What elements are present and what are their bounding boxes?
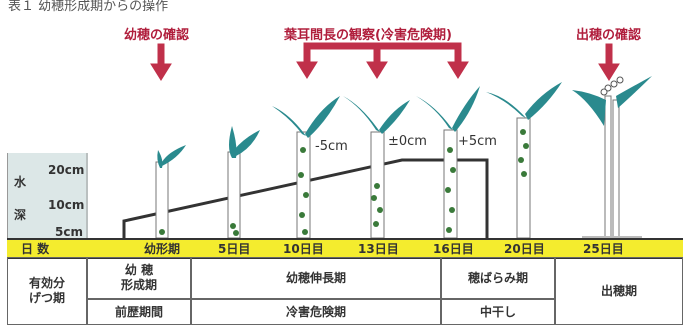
arrow-left-head (296, 61, 318, 79)
figure-caption: 表１ 幼穂形成期からの操作 (8, 0, 169, 14)
cell-heading: 出穂期 (555, 257, 683, 325)
day-16: 16日目 (433, 242, 474, 256)
day-bar-header: 日 数 (21, 242, 50, 256)
arrow-right-head (447, 61, 469, 79)
day-5: 5日目 (218, 242, 251, 256)
day-bar: 日 数 幼形期 5日目 10日目 13日目 16日目 20日目 25日目 (7, 238, 683, 259)
plant-stage-1 (155, 145, 186, 239)
day-25: 25日目 (583, 242, 624, 256)
label-heading-check: 出穂の確認 (576, 28, 642, 43)
water-tick-5: 5cm (55, 225, 83, 239)
cell-young-panicle-growth: 幼穂伸長期 (191, 257, 441, 299)
label-leaf-ear-observation: 葉耳間長の観察(冷害危険期) (284, 28, 452, 43)
annotation-zero: ±0cm (388, 134, 427, 149)
cell-mid-drain: 中干し (441, 299, 555, 325)
cell-previous-period: 前歴期間 (87, 299, 191, 325)
cell-cold-danger-period: 冷害危険期 (191, 299, 441, 325)
water-depth-panel: 水 深 20cm 10cm 5cm (7, 153, 88, 239)
arrow-mid-head (366, 61, 388, 79)
plant-stage-7 (572, 76, 652, 239)
growth-period-table: 有効分 げつ期 幼 穂 形成期 幼穂伸長期 穂ばらみ期 出穂期 前歴期間 冷害危… (7, 257, 683, 325)
row-header-effective-tillering: 有効分 げつ期 (7, 257, 87, 325)
day-20: 20日目 (504, 242, 545, 256)
arrow-young-panicle-head (150, 63, 172, 81)
annotation-minus5: -5cm (315, 139, 348, 154)
plant-stage-4 (343, 96, 410, 239)
annotation-plus5: +5cm (458, 134, 497, 149)
plant-stage-5 (416, 86, 480, 239)
water-tick-20: 20cm (48, 163, 85, 177)
water-label-bottom: 深 (14, 208, 27, 222)
water-tick-10: 10cm (48, 198, 85, 212)
day-young-form: 幼形期 (144, 242, 181, 256)
water-label-top: 水 (14, 175, 27, 189)
water-level-line (122, 158, 489, 238)
plant-stage-6 (486, 82, 562, 239)
arrow-heading-head (598, 63, 620, 81)
label-young-panicle-check: 幼穂の確認 (124, 28, 190, 43)
plant-stage-3 (272, 96, 340, 239)
plant-stage-2 (227, 126, 260, 239)
cell-panicle-swelling: 穂ばらみ期 (441, 257, 555, 299)
cell-young-panicle-formation: 幼 穂 形成期 (87, 257, 191, 299)
day-10: 10日目 (283, 242, 324, 256)
day-13: 13日目 (358, 242, 399, 256)
